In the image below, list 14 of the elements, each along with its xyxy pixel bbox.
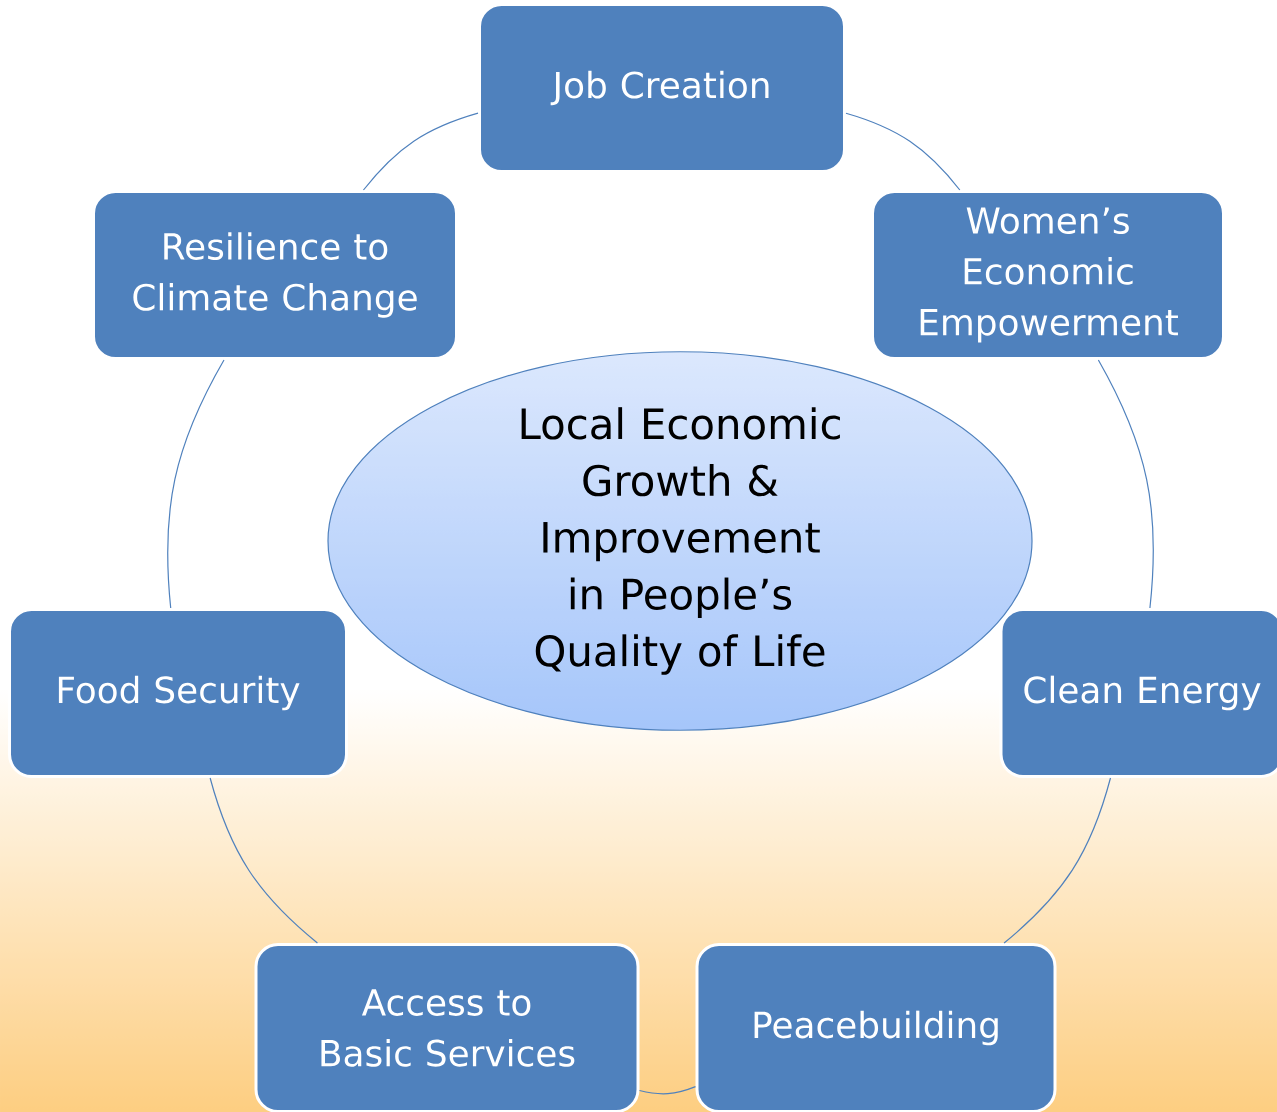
connector-arc — [209, 777, 319, 944]
topic-box: Job Creation — [478, 3, 846, 173]
connector-arc — [845, 112, 961, 191]
connector-arc — [638, 1086, 697, 1095]
topic-box: Peacebuilding — [695, 943, 1057, 1112]
connector-arc — [1003, 777, 1112, 944]
connector-arc — [1097, 359, 1154, 609]
topic-box: Women’s Economic Empowerment — [871, 190, 1225, 360]
topic-box: Food Security — [8, 608, 348, 778]
topic-box: Resilience to Climate Change — [92, 190, 458, 360]
connector-arc — [167, 359, 225, 609]
connector-arc — [362, 112, 479, 191]
topic-box: Access to Basic Services — [254, 943, 640, 1112]
topic-box: Clean Energy — [999, 608, 1277, 778]
